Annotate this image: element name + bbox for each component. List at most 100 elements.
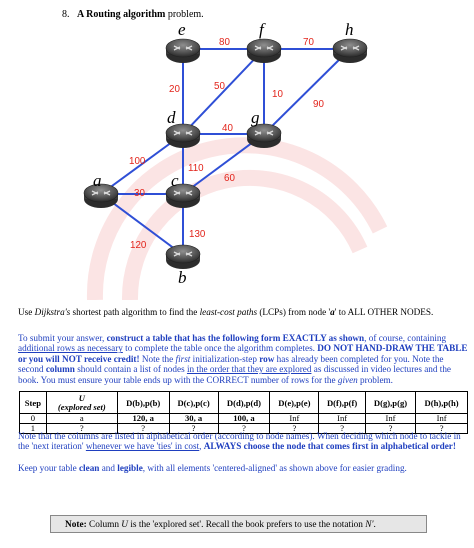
- table-cell: ?: [168, 423, 219, 434]
- para4-bold: legible: [117, 463, 143, 473]
- para2-bold: construct a table that has the following…: [106, 333, 365, 343]
- para4-text: Keep your table: [18, 463, 79, 473]
- header-e: D(e),p(e): [269, 391, 320, 414]
- router-h-icon: [332, 38, 368, 64]
- question-title-suffix: problem.: [165, 9, 204, 20]
- table-row: 0 a 120, a 30, a 100, a Inf Inf Inf Inf: [19, 413, 468, 424]
- weight-c-b: 130: [189, 229, 206, 240]
- router-f-icon: [246, 38, 282, 64]
- tie-break-note: Note that the columns are listed in alph…: [18, 431, 468, 452]
- node-labels: e f h d g a c b: [93, 20, 354, 287]
- note-text: is the 'explored set'. Recall the book p…: [128, 520, 366, 530]
- para2-text: problem.: [357, 374, 393, 385]
- note-text: Column: [86, 520, 122, 530]
- para3-underline: whenever we have 'ties' in cost: [85, 441, 200, 452]
- para2-text: should contain a list of nodes: [74, 364, 187, 375]
- edge-f-d: [182, 48, 265, 135]
- table-cell: Inf: [364, 413, 417, 424]
- para2-text: Note the: [139, 353, 176, 364]
- weight-f-h: 70: [303, 37, 314, 48]
- para1-lcp: least-cost paths: [199, 307, 258, 317]
- para2-italic: first: [175, 353, 191, 364]
- para2-bold: row: [259, 353, 275, 364]
- para2-bold: column: [45, 364, 75, 375]
- weight-e-f: 80: [219, 37, 230, 48]
- para2-underline: in the order that they are explored: [186, 364, 312, 375]
- question-title: A Routing algorithm: [77, 9, 166, 20]
- header-c: D(c),p(c): [168, 391, 219, 414]
- weight-d-a: 100: [129, 156, 146, 167]
- edge-weights: 80 70 20 50 10 90 40 100 110 60 30 120 1…: [129, 37, 324, 251]
- header-f: D(f),p(f): [318, 391, 366, 414]
- table-cell: 0: [19, 413, 47, 424]
- para4-bold: clean: [78, 463, 100, 473]
- para1-dijkstra: Dijkstra's: [34, 307, 71, 317]
- para1-source-node: a: [330, 307, 335, 317]
- node-label-b: b: [178, 268, 187, 287]
- question-number: 8.: [62, 9, 70, 20]
- weight-f-g: 10: [272, 89, 283, 100]
- node-label-a: a: [93, 171, 102, 190]
- header-d: D(d),p(d): [217, 391, 271, 414]
- dijkstra-table: Step U(explored set) D(b),p(b) D(c),p(c)…: [19, 391, 468, 434]
- submission-instructions: To submit your answer, construct a table…: [18, 333, 468, 385]
- table-cell: a: [45, 413, 118, 424]
- header-h: D(h),p(h): [415, 391, 468, 414]
- table-cell: 100, a: [217, 413, 271, 424]
- para2-text: to complete the table once the algorithm…: [122, 343, 318, 354]
- table-cell: Inf: [415, 413, 468, 424]
- question-header: 8. A Routing algorithm problem.: [62, 9, 204, 20]
- node-label-h: h: [345, 20, 354, 39]
- para2-italic: given: [337, 374, 358, 385]
- para4-text: and: [99, 463, 118, 473]
- header-u: U(explored set): [45, 391, 118, 414]
- note-u: U: [121, 520, 129, 530]
- table-cell: ?: [364, 423, 417, 434]
- node-label-g: g: [251, 108, 260, 127]
- para2-text: , of course, containing: [364, 333, 447, 343]
- note-label: Note:: [65, 520, 87, 530]
- header-u-label: U: [78, 393, 85, 403]
- node-label-f: f: [259, 20, 266, 39]
- router-d-icon: [165, 123, 201, 149]
- para2-text: has already been completed for you. Note…: [18, 353, 444, 375]
- note-text: .: [373, 520, 376, 530]
- para3-text: ,: [199, 441, 204, 452]
- table-cell: ?: [415, 423, 468, 434]
- note-box: Note: Column U is the 'explored set'. Re…: [50, 515, 427, 533]
- table-header-row: Step U(explored set) D(b),p(b) D(c),p(c)…: [19, 391, 468, 414]
- table-cell: ?: [45, 423, 118, 434]
- para1-text: Use: [18, 307, 35, 317]
- table-cell: ?: [318, 423, 366, 434]
- para4-text: , with all elements 'centered-aligned' a…: [142, 463, 407, 473]
- para1-text: (LCPs) from node ': [257, 307, 331, 317]
- para2-underline: additional rows as necessary: [18, 343, 123, 354]
- table-cell: Inf: [318, 413, 366, 424]
- weight-a-c: 30: [134, 188, 145, 199]
- weight-f-d: 50: [214, 81, 225, 92]
- node-label-e: e: [178, 20, 186, 39]
- para2-text: initialization-step: [190, 353, 260, 364]
- network-graph: 80 70 20 50 10 90 40 100 110 60 30 120 1…: [83, 20, 388, 300]
- para3-text: Note that the columns are listed in alph…: [18, 431, 461, 452]
- header-u-sub: (explored set): [57, 402, 106, 412]
- table-row: 1 ? ? ? ? ? ? ? ?: [19, 423, 468, 434]
- para1-text: shortest path algorithm to find the: [70, 307, 200, 317]
- router-e-icon: [165, 38, 201, 64]
- table-cell: Inf: [269, 413, 320, 424]
- weight-g-c: 60: [224, 173, 235, 184]
- note-notation: N': [365, 520, 374, 530]
- header-g: D(g),p(g): [364, 391, 417, 414]
- table-cell: 30, a: [168, 413, 219, 424]
- table-cell: 120, a: [116, 413, 170, 424]
- edge-h-g: [263, 48, 351, 135]
- node-label-d: d: [167, 108, 176, 127]
- weight-d-c: 110: [188, 163, 204, 174]
- router-g-icon: [246, 123, 282, 149]
- weight-d-g: 40: [222, 123, 233, 134]
- weight-e-d: 20: [169, 84, 180, 95]
- para2-bold-warning: DO NOT HAND-DRAW THE TABLE or you will N…: [18, 343, 468, 364]
- formatting-note: Keep your table clean and legible, with …: [18, 463, 468, 473]
- header-b: D(b),p(b): [116, 391, 170, 414]
- para2-text: as discussed in video lectures and the b…: [18, 364, 452, 385]
